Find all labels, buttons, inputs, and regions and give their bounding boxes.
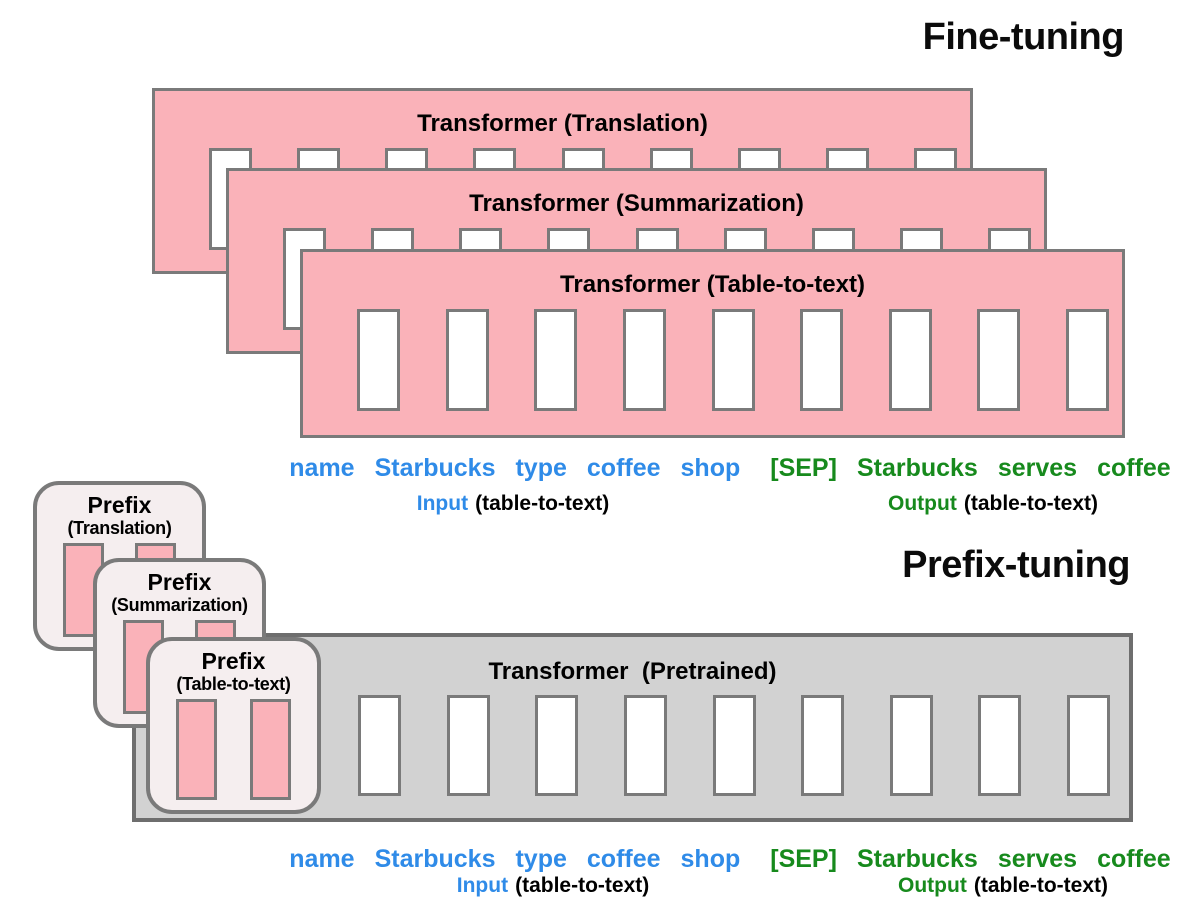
transformer-box-title: Transformer (Pretrained) xyxy=(488,658,777,685)
prefix-box-table-to-text: Prefix (Table-to-text) xyxy=(146,637,321,814)
output-caption-task: (table-to-text) xyxy=(973,874,1108,897)
input-token: shop xyxy=(680,454,741,482)
input-token: type xyxy=(515,454,567,482)
input-token: name xyxy=(289,845,355,873)
prefix-vector-bars xyxy=(176,699,291,800)
prefix-vector-bar xyxy=(176,699,217,800)
hidden-state-bar xyxy=(801,695,845,796)
output-caption-word: Output xyxy=(888,492,957,515)
transformer-box-table-to-text: Transformer (Table-to-text) xyxy=(300,249,1125,438)
hidden-state-bar xyxy=(889,695,933,796)
hidden-state-bar xyxy=(978,695,1022,796)
input-caption-task: (table-to-text) xyxy=(475,492,610,515)
prefix-vector-bar xyxy=(250,699,291,800)
fine-tuning-token-row: name Starbucks type coffee shop [SEP] St… xyxy=(285,454,1175,483)
output-caption-task: (table-to-text) xyxy=(963,492,1098,515)
prefix-box-title: Prefix xyxy=(87,492,152,518)
hidden-state-bar xyxy=(622,309,666,411)
prefix-box-subtitle: (Translation) xyxy=(67,517,172,538)
input-caption: Input (table-to-text) xyxy=(417,492,609,516)
output-token: serves xyxy=(997,845,1078,873)
hidden-state-bar xyxy=(888,309,932,411)
hidden-state-bar xyxy=(800,309,844,411)
prefix-tuning-token-row: name Starbucks type coffee shop [SEP] St… xyxy=(285,845,1175,874)
output-caption: Output (table-to-text) xyxy=(888,492,1098,516)
output-token: coffee xyxy=(1097,454,1171,482)
output-caption: Output (table-to-text) xyxy=(898,874,1108,898)
output-token: coffee xyxy=(1097,845,1171,873)
hidden-state-bar xyxy=(623,695,667,796)
output-caption-word: Output xyxy=(898,874,967,897)
fine-tuning-title: Fine-tuning xyxy=(922,16,1125,58)
hidden-state-bar xyxy=(1066,309,1109,411)
input-token: coffee xyxy=(586,454,661,482)
input-token: Starbucks xyxy=(374,845,496,873)
input-token: coffee xyxy=(586,845,661,873)
input-caption-task: (table-to-text) xyxy=(515,874,650,897)
hidden-state-bar xyxy=(1067,695,1110,796)
output-token: Starbucks xyxy=(856,454,978,482)
output-token: Starbucks xyxy=(856,845,978,873)
prefix-box-title: Prefix xyxy=(147,569,212,595)
hidden-state-bar xyxy=(445,309,489,411)
hidden-state-bar xyxy=(535,695,579,796)
prefix-tuning-title: Prefix-tuning xyxy=(902,544,1130,586)
prefix-box-title: Prefix xyxy=(201,648,266,674)
transformer-box-title: Transformer (Summarization) xyxy=(469,190,804,217)
input-token: Starbucks xyxy=(374,454,496,482)
hidden-state-bar xyxy=(357,309,400,411)
transformer-box-title: Transformer (Table-to-text) xyxy=(560,271,865,298)
hidden-state-bars xyxy=(357,309,1109,411)
input-token: shop xyxy=(680,845,741,873)
hidden-state-bars xyxy=(358,695,1110,796)
hidden-state-bar xyxy=(977,309,1021,411)
sep-token: [SEP] xyxy=(770,454,837,482)
input-caption: Input (table-to-text) xyxy=(457,874,649,898)
input-caption-word: Input xyxy=(456,874,509,897)
hidden-state-bar xyxy=(711,309,755,411)
input-caption-word: Input xyxy=(416,492,469,515)
hidden-state-bar xyxy=(446,695,490,796)
hidden-state-bar xyxy=(712,695,756,796)
input-token: name xyxy=(289,454,355,482)
sep-token: [SEP] xyxy=(770,845,837,873)
prefix-box-subtitle: (Table-to-text) xyxy=(176,673,291,694)
prefix-box-subtitle: (Summarization) xyxy=(111,594,248,615)
hidden-state-bar xyxy=(358,695,401,796)
transformer-box-title: Transformer (Translation) xyxy=(417,110,708,137)
hidden-state-bar xyxy=(534,309,578,411)
input-token: type xyxy=(515,845,567,873)
output-token: serves xyxy=(997,454,1078,482)
